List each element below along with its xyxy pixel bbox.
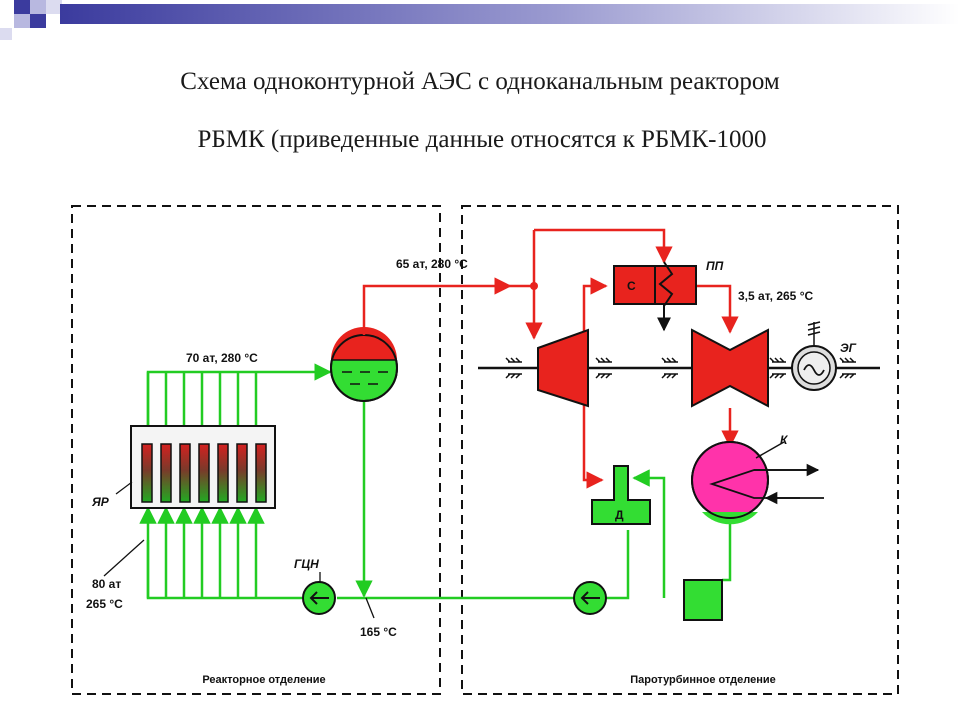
reactor-section-label: Реакторное отделение [202,674,325,686]
separator-reheater [613,261,697,332]
label-steam-35: 3,5 ат, 265 °С [738,289,813,303]
deco-gradient-bar [60,4,960,24]
main-circulation-pump [302,581,336,615]
deco-square-4 [14,14,30,28]
label-inlet-265: 265 °С [86,597,123,611]
deco-square-5 [46,0,62,14]
label-pp: ПП [706,259,724,273]
reactor-section-border [71,205,441,695]
turbine-section-label: Паротурбинное отделение [630,674,776,686]
steam-junction [530,282,538,290]
reactor [130,425,276,509]
extraction-to-deaerator [582,392,604,489]
bearing-marks [505,357,856,379]
reheated-steam-to-lp [696,284,739,334]
title-line-2: РБМК (приведенные данные относятся к РБМ… [197,126,767,153]
condensate-line [722,512,732,582]
steam-to-reheater [534,228,673,264]
fuel-channels [141,443,267,503]
label-condenser: К [780,433,789,447]
corner-decoration [0,0,960,40]
label-yar: ЯР [91,495,110,509]
label-inlet-80: 80 ат [92,577,121,591]
hp-exhaust-to-separator [582,277,608,338]
drum-separator [330,327,398,402]
deco-square-2 [30,14,46,28]
deco-square-1 [14,0,30,14]
return-header [337,530,630,600]
label-steam-65: 65 ат, 280 °С [396,257,468,271]
hp-turbine [537,328,589,408]
label-steam-70: 70 ат, 280 °С [186,351,258,365]
feed-pump [573,581,607,615]
title-line-1: Схема одноконтурной АЭС с одноканальным … [180,68,780,95]
label-deaerator: Д [615,508,624,522]
condensate-pump [683,579,723,621]
label-return-165: 165 °С [360,625,397,639]
condenser [691,441,824,525]
turbine-section-border [461,205,899,695]
feed-to-deaerator [632,469,666,598]
main-steam-line [362,277,512,335]
label-separator: С [627,279,636,293]
water-circuit [139,363,732,600]
deco-square-3 [30,0,46,14]
generator [791,321,837,391]
lp-turbine [691,328,769,408]
leader-lines [103,481,375,619]
label-eg: ЭГ [840,341,857,355]
deaerator [591,465,651,525]
label-gcn: ГЦН [294,557,319,571]
deco-square-6 [0,28,12,40]
